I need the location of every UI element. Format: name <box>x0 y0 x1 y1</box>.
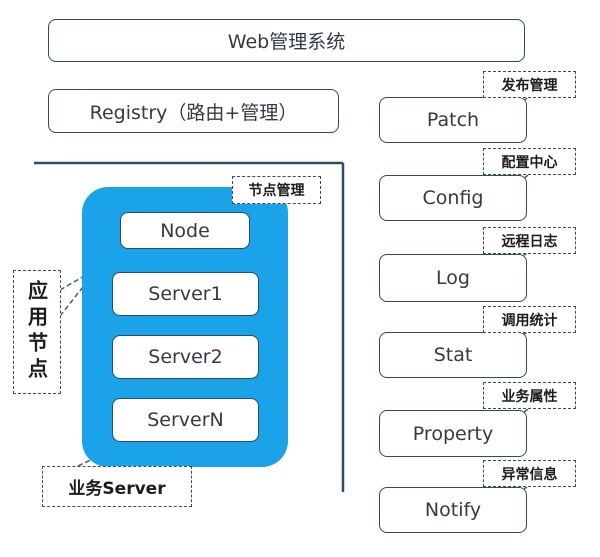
stat-label: Stat <box>433 344 473 366</box>
business-server-tag-label: 业务Server <box>68 479 166 499</box>
config-tag: 配置中心 <box>483 148 576 175</box>
node-management-tag: 节点管理 <box>232 176 321 204</box>
server-n-box: ServerN <box>112 398 259 442</box>
node-management-tag-label: 节点管理 <box>248 183 305 199</box>
server1-label: Server1 <box>148 283 223 305</box>
property-tag: 业务属性 <box>483 382 576 409</box>
patch-box: Patch <box>379 97 527 143</box>
server1-box: Server1 <box>112 272 259 316</box>
patch-label: Patch <box>426 109 480 131</box>
business-server-tag: 业务Server <box>42 466 192 507</box>
registry-label: Registry（路由+管理） <box>89 101 298 124</box>
registry-box: Registry（路由+管理） <box>48 89 339 133</box>
property-label: Property <box>412 422 494 445</box>
app-node-vertical-label: 应用节点 <box>24 280 49 384</box>
app-node-vertical-tag: 应用节点 <box>13 270 61 394</box>
log-tag-label: 远程日志 <box>501 233 558 250</box>
notify-box: Notify <box>379 487 527 533</box>
config-label: Config <box>422 187 484 209</box>
patch-tag: 发布管理 <box>483 71 576 98</box>
property-box: Property <box>379 410 527 457</box>
log-tag: 远程日志 <box>483 227 576 254</box>
web-system-box: Web管理系统 <box>48 19 525 62</box>
node-box: Node <box>120 212 250 249</box>
config-box: Config <box>379 175 527 221</box>
notify-tag-label: 异常信息 <box>501 466 558 483</box>
node-label: Node <box>160 219 210 242</box>
server2-box: Server2 <box>112 335 259 379</box>
property-tag-label: 业务属性 <box>501 388 558 405</box>
patch-tag-label: 发布管理 <box>501 77 558 94</box>
log-box: Log <box>379 254 527 302</box>
server-n-label: ServerN <box>147 409 224 431</box>
server2-label: Server2 <box>148 346 223 368</box>
config-tag-label: 配置中心 <box>501 154 558 171</box>
stat-tag-label: 调用统计 <box>501 312 558 329</box>
notify-tag: 异常信息 <box>483 460 576 487</box>
stat-box: Stat <box>379 332 527 378</box>
stat-tag: 调用统计 <box>483 306 576 333</box>
notify-label: Notify <box>424 499 482 521</box>
web-system-label: Web管理系统 <box>227 31 346 53</box>
log-label: Log <box>436 267 470 289</box>
